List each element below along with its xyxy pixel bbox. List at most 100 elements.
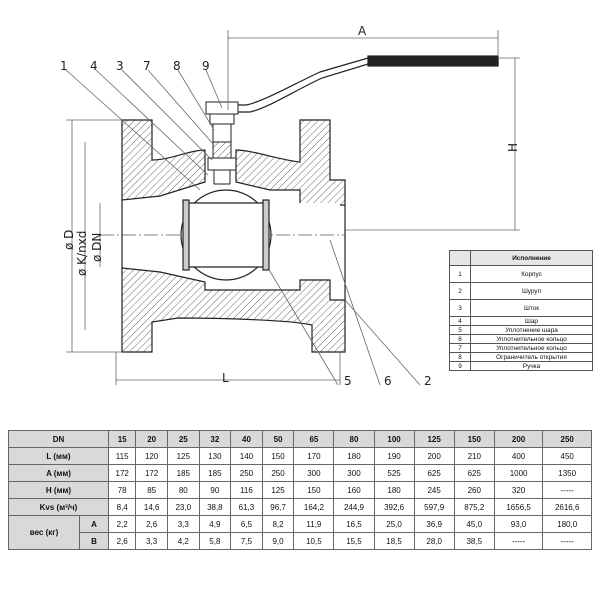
table-cell: 11,9: [293, 515, 335, 533]
table-cell: 250: [261, 464, 295, 482]
table-cell: 16,5: [333, 515, 375, 533]
table-cell: 320: [493, 481, 544, 499]
table-cell: 23,0: [166, 498, 200, 516]
dn-value: 25: [166, 430, 200, 448]
table-cell: 875,2: [453, 498, 495, 516]
dim-l-label: L: [222, 371, 229, 385]
table-cell: 245: [413, 481, 455, 499]
table-cell: 14,6: [135, 498, 168, 516]
table-cell: 78: [107, 481, 137, 499]
dn-value: 50: [261, 430, 295, 448]
weight-variant: A: [79, 515, 109, 533]
table-cell: 8,2: [261, 515, 295, 533]
table-cell: 28,0: [413, 532, 455, 550]
table-cell: 172: [135, 464, 168, 482]
row-label: Kvs (м³/ч): [8, 498, 109, 516]
valve-body: [100, 119, 346, 353]
stem: [205, 101, 239, 185]
dn-value: 250: [542, 430, 592, 448]
table-cell: 80: [166, 481, 200, 499]
table-cell: 172: [107, 464, 137, 482]
table-cell: 8,4: [107, 498, 137, 516]
table-cell: 170: [293, 447, 335, 465]
dim-h-label: H: [506, 142, 520, 152]
callout-9: 9: [202, 59, 210, 73]
callout-2: 2: [424, 374, 432, 388]
dim-a-label: A: [358, 24, 367, 38]
table-cell: 185: [166, 464, 200, 482]
table-cell: 2,6: [135, 515, 168, 533]
table-cell: -----: [493, 532, 544, 550]
dn-value: 15: [107, 430, 137, 448]
table-cell: 160: [333, 481, 375, 499]
table-cell: 4,2: [166, 532, 200, 550]
table-cell: 10,5: [293, 532, 335, 550]
table-cell: 525: [373, 464, 415, 482]
dn-header: DN: [8, 430, 109, 448]
weight-label: вес (кг): [8, 515, 80, 550]
table-cell: 185: [198, 464, 232, 482]
table-cell: 190: [373, 447, 415, 465]
table-cell: 210: [453, 447, 495, 465]
table-cell: 36,9: [413, 515, 455, 533]
table-cell: 140: [230, 447, 263, 465]
valve-drawing: [65, 30, 520, 386]
dn-value: 40: [230, 430, 263, 448]
table-cell: 300: [333, 464, 375, 482]
parts-header: Исполнение: [470, 250, 593, 266]
table-cell: -----: [542, 532, 592, 550]
table-cell: 2,2: [107, 515, 137, 533]
table-cell: 61,3: [230, 498, 263, 516]
dim-d-label: ø D: [62, 229, 76, 250]
table-cell: 400: [493, 447, 544, 465]
dn-value: 20: [135, 430, 168, 448]
dn-value: 125: [413, 430, 455, 448]
table-cell: 250: [230, 464, 263, 482]
callout-4: 4: [90, 59, 98, 73]
table-cell: 244,9: [333, 498, 375, 516]
table-cell: 300: [293, 464, 335, 482]
table-cell: 38,5: [453, 532, 495, 550]
table-cell: 96,7: [261, 498, 295, 516]
table-cell: 625: [413, 464, 455, 482]
parts-header-row: Исполнение: [449, 250, 593, 266]
table-cell: 38,8: [198, 498, 232, 516]
table-cell: 2616,6: [542, 498, 592, 516]
weight-variant: B: [79, 532, 109, 550]
table-cell: 15,5: [333, 532, 375, 550]
table-cell: 450: [542, 447, 592, 465]
table-cell: 1000: [493, 464, 544, 482]
row-label: H (мм): [8, 481, 109, 499]
table-cell: 180,0: [542, 515, 592, 533]
callout-3: 3: [116, 59, 124, 73]
table-cell: 1350: [542, 464, 592, 482]
dn-value: 65: [293, 430, 335, 448]
dn-value: 32: [198, 430, 232, 448]
table-cell: 7,5: [230, 532, 263, 550]
table-cell: 45,0: [453, 515, 495, 533]
dimension-lines: [65, 30, 520, 386]
table-cell: 625: [453, 464, 495, 482]
table-cell: 180: [373, 481, 415, 499]
table-cell: 4,9: [198, 515, 232, 533]
table-cell: 5,8: [198, 532, 232, 550]
table-cell: 392,6: [373, 498, 415, 516]
dn-value: 150: [453, 430, 495, 448]
table-cell: 125: [261, 481, 295, 499]
table-cell: 115: [107, 447, 137, 465]
table-cell: 125: [166, 447, 200, 465]
callout-5: 5: [344, 374, 352, 388]
table-cell: 3,3: [166, 515, 200, 533]
table-cell: 116: [230, 481, 263, 499]
dn-value: 80: [333, 430, 375, 448]
